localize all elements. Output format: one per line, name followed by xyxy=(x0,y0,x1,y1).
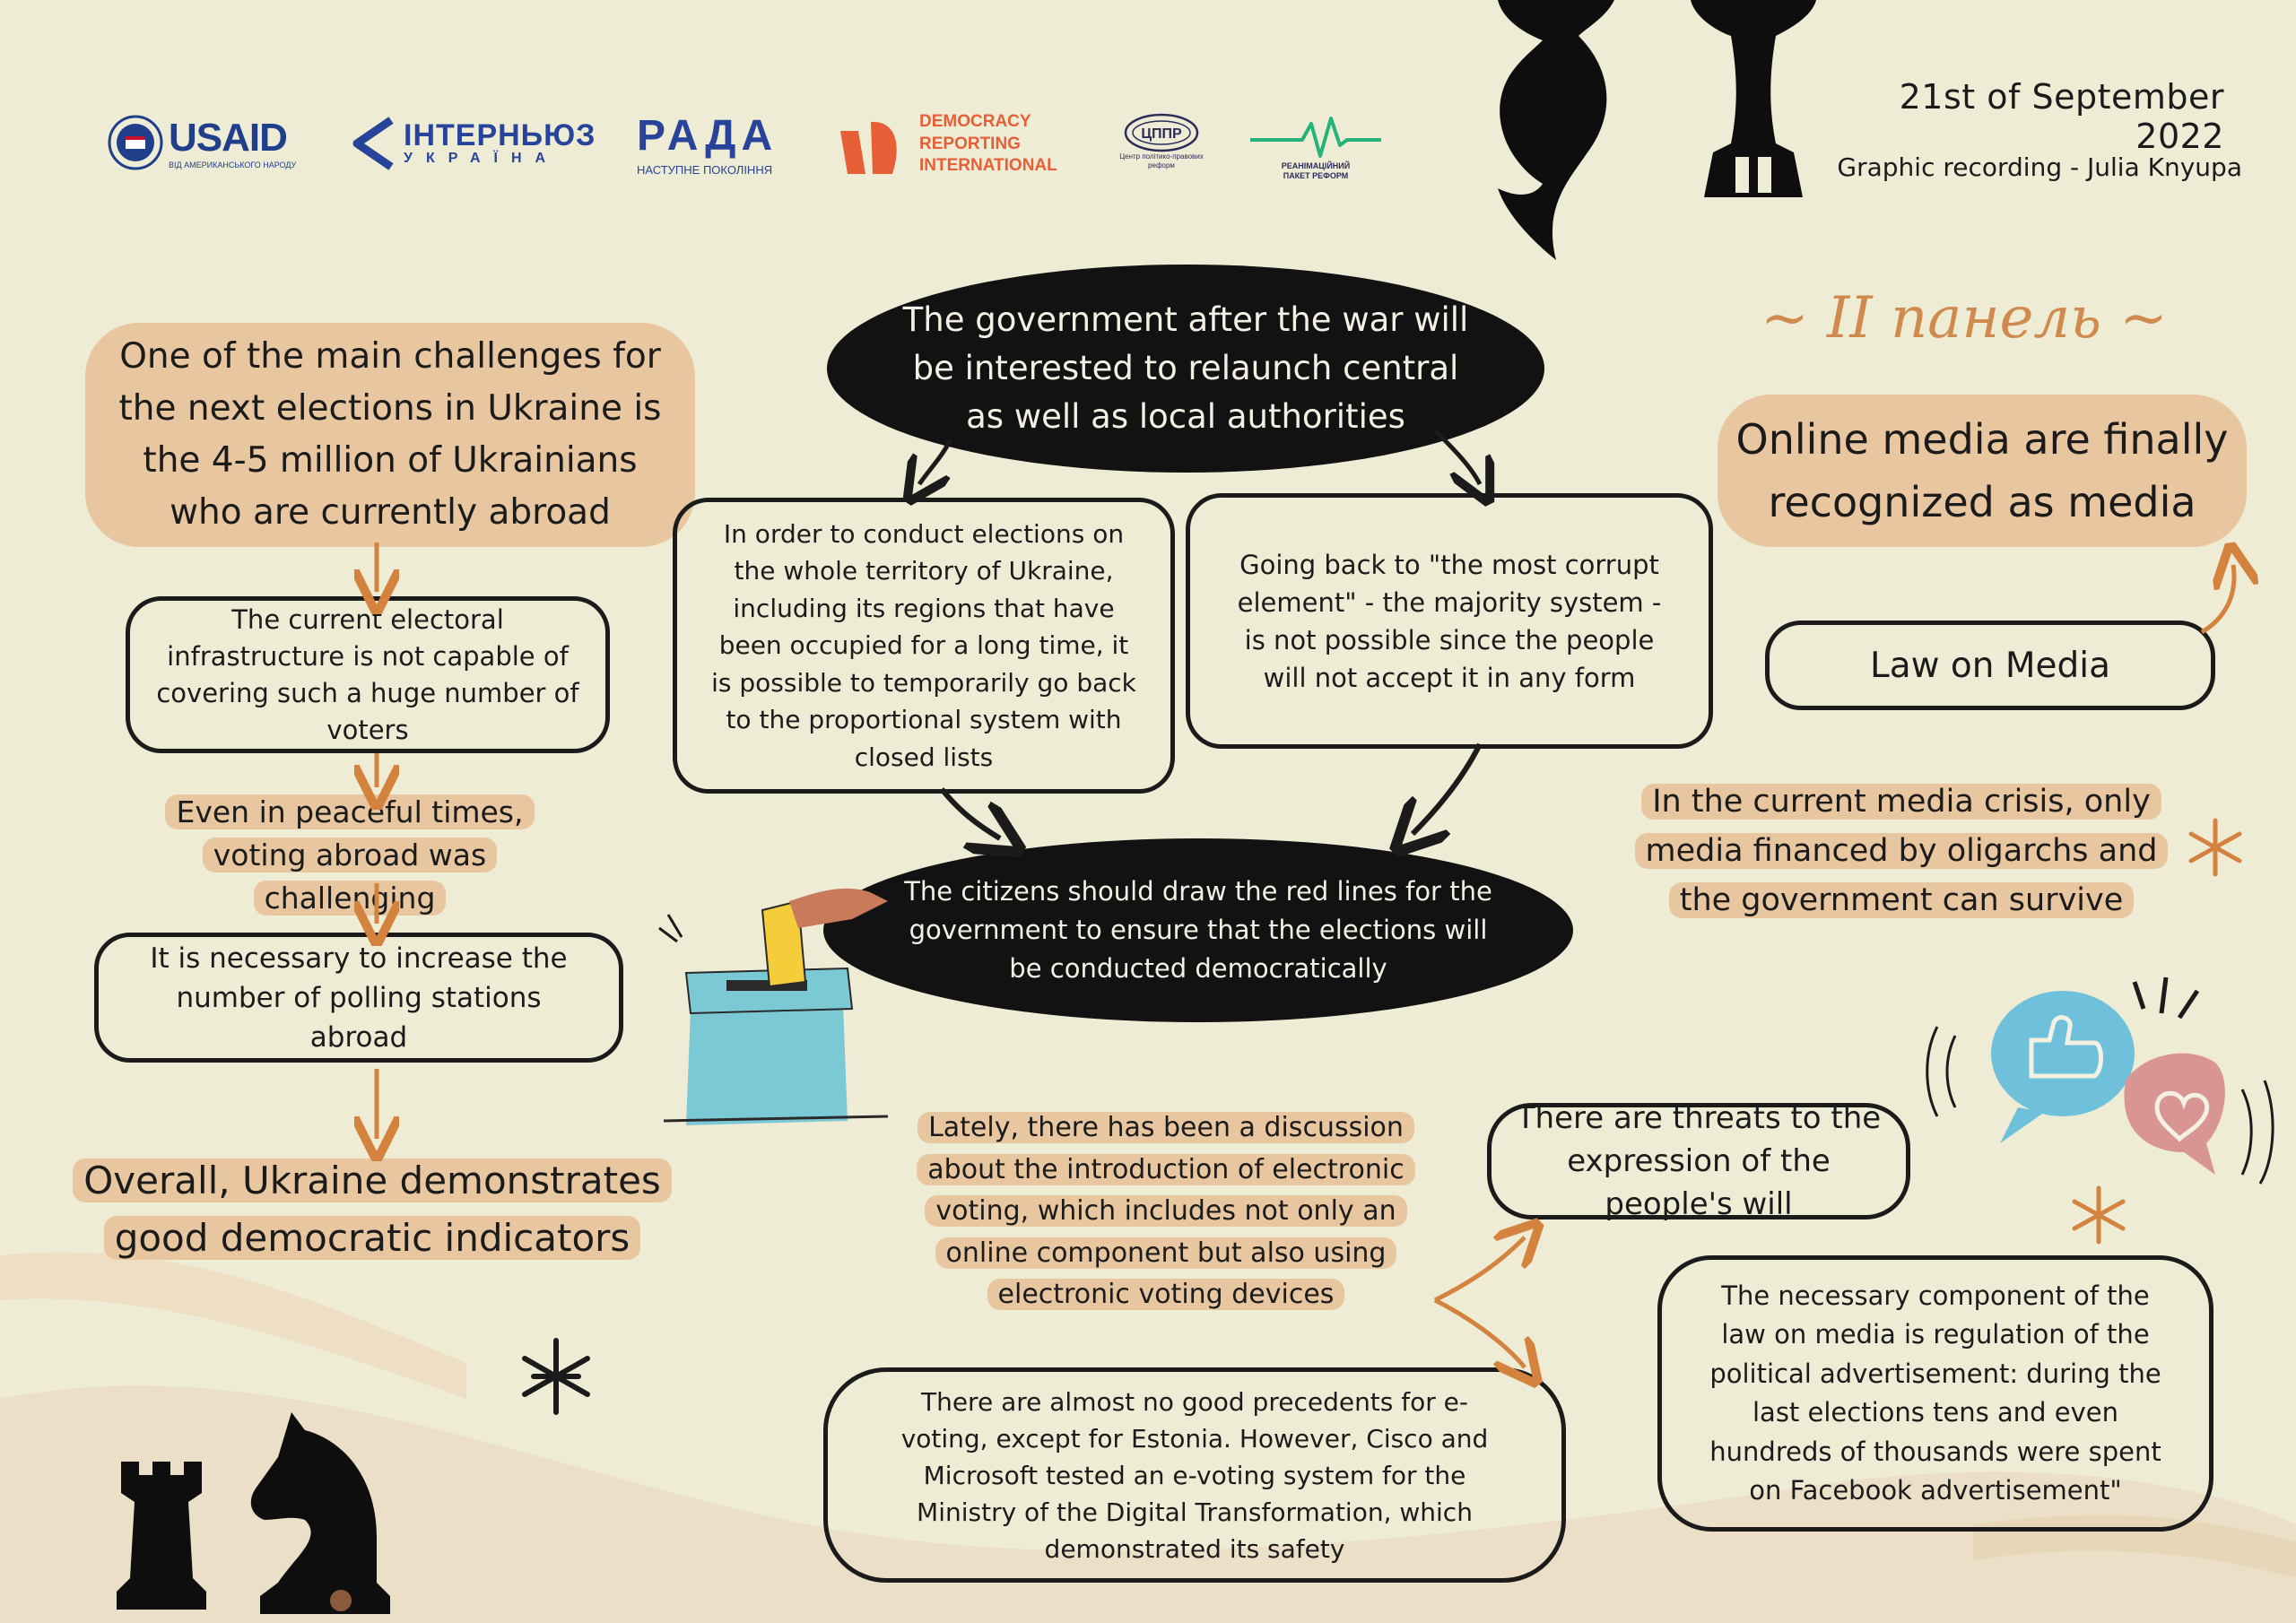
panel-title: ~ II панель ~ xyxy=(1761,285,2168,352)
media-crisis-text: In the current media crisis, only media … xyxy=(1634,784,2169,918)
proportional-box: In order to conduct elections on the who… xyxy=(673,498,1175,794)
political-ads-box: The necessary component of the law on me… xyxy=(1657,1255,2213,1532)
asterisk-icon xyxy=(2188,818,2242,877)
proportional-text: In order to conduct elections on the who… xyxy=(711,518,1136,772)
majority-text: Going back to "the most corrupt element"… xyxy=(1237,549,1662,693)
date-text: 21st of September 2022 xyxy=(1899,77,2224,156)
chess-pawn-icon xyxy=(1498,0,1614,260)
infrastructure-text: The current electoral infrastructure is … xyxy=(156,603,579,745)
cppr-sub: Центр політико-правових реформ xyxy=(1119,152,1204,169)
infrastructure-box: The current electoral infrastructure is … xyxy=(126,596,610,753)
online-media-text: Online media are finally recognized as m… xyxy=(1735,415,2229,526)
red-lines-text: The citizens should draw the red lines f… xyxy=(904,876,1492,984)
cppr-logo: ЦППР Центр політико-правових реформ xyxy=(1117,113,1206,169)
polling-box: It is necessary to increase the number o… xyxy=(94,933,623,1063)
law-on-media-box: Law on Media xyxy=(1765,621,2215,710)
precedents-text: There are almost no good precedents for … xyxy=(900,1386,1489,1564)
rada-name: РАДА xyxy=(637,112,778,160)
threats-text: There are threats to the expression of t… xyxy=(1516,1100,1882,1222)
thumbs-up-bubble-icon xyxy=(1991,991,2135,1143)
social-bubbles-icon xyxy=(1926,976,2274,1185)
online-media-blob: Online media are finally recognized as m… xyxy=(1718,395,2247,547)
credit-text: Graphic recording - Julia Knyupa xyxy=(1837,152,2242,182)
evoting-discussion-block: Lately, there has been a discussion abou… xyxy=(897,1107,1435,1316)
usaid-name: USAID xyxy=(169,116,288,160)
media-crisis-block: In the current media crisis, only media … xyxy=(1614,777,2188,925)
government-ellipse: The government after the war will be int… xyxy=(827,265,1544,473)
rada-sub: НАСТУПНЕ ПОКОЛІННЯ xyxy=(637,163,773,177)
dri-line3: INTERNATIONAL xyxy=(919,156,1057,176)
overall-text: Overall, Ukraine demonstrates good democ… xyxy=(73,1159,672,1260)
intro-text: One of the main challenges for the next … xyxy=(118,336,662,533)
heart-bubble-icon xyxy=(2124,1053,2225,1175)
internews-chevron-icon xyxy=(352,117,394,170)
peaceful-block: Even in peaceful times, voting abroad wa… xyxy=(126,791,574,920)
intro-blob: One of the main challenges for the next … xyxy=(85,323,695,547)
precedents-box: There are almost no good precedents for … xyxy=(823,1367,1566,1583)
overall-block: Overall, Ukraine demonstrates good democ… xyxy=(72,1152,673,1267)
evoting-discussion-text: Lately, there has been a discussion abou… xyxy=(917,1112,1415,1310)
dri-logo: DEMOCRACY REPORTING INTERNATIONAL xyxy=(839,111,1057,178)
asterisk-icon xyxy=(2072,1185,2126,1245)
internews-logo: ІНТЕРНЬЮЗ УКРАЇНА xyxy=(348,117,596,170)
government-text: The government after the war will be int… xyxy=(902,300,1469,436)
usaid-sub: ВІД АМЕРИКАНСЬКОГО НАРОДУ xyxy=(169,161,297,169)
usaid-logo: USAID ВІД АМЕРИКАНСЬКОГО НАРОДУ xyxy=(108,115,296,170)
pulse-line-icon xyxy=(1250,117,1381,158)
rpr-logo: РЕАНІМАЦІЙНИЙ ПАКЕТ РЕФОРМ xyxy=(1248,115,1383,181)
chess-bishop-icon xyxy=(1691,0,1816,197)
usaid-seal-icon xyxy=(108,115,163,170)
asterisk-icon xyxy=(522,1338,590,1415)
peaceful-text: Even in peaceful times, voting abroad wa… xyxy=(165,794,535,916)
majority-box: Going back to "the most corrupt element"… xyxy=(1186,493,1713,749)
rpr-name: РЕАНІМАЦІЙНИЙ ПАКЕТ РЕФОРМ xyxy=(1281,161,1351,180)
chess-rook-icon xyxy=(117,1462,206,1610)
polling-text: It is necessary to increase the number o… xyxy=(150,942,568,1054)
political-ads-text: The necessary component of the law on me… xyxy=(1709,1280,2161,1506)
law-on-media-text: Law on Media xyxy=(1869,645,2111,686)
cppr-oval-icon: ЦППР xyxy=(1124,113,1199,152)
dri-line1: DEMOCRACY xyxy=(919,112,1031,131)
internews-name: ІНТЕРНЬЮЗ xyxy=(404,118,596,152)
dri-line2: REPORTING xyxy=(919,134,1021,153)
dri-mark-icon xyxy=(840,121,897,175)
rada-logo: РАДА НАСТУПНЕ ПОКОЛІННЯ xyxy=(637,112,778,178)
threats-box: There are threats to the expression of t… xyxy=(1487,1100,1910,1222)
red-lines-ellipse: The citizens should draw the red lines f… xyxy=(823,838,1573,1022)
cppr-name: ЦППР xyxy=(1141,126,1182,142)
internews-sub: УКРАЇНА xyxy=(404,151,560,166)
chess-knight-icon xyxy=(250,1412,390,1614)
ballot-box-icon xyxy=(658,888,889,1125)
